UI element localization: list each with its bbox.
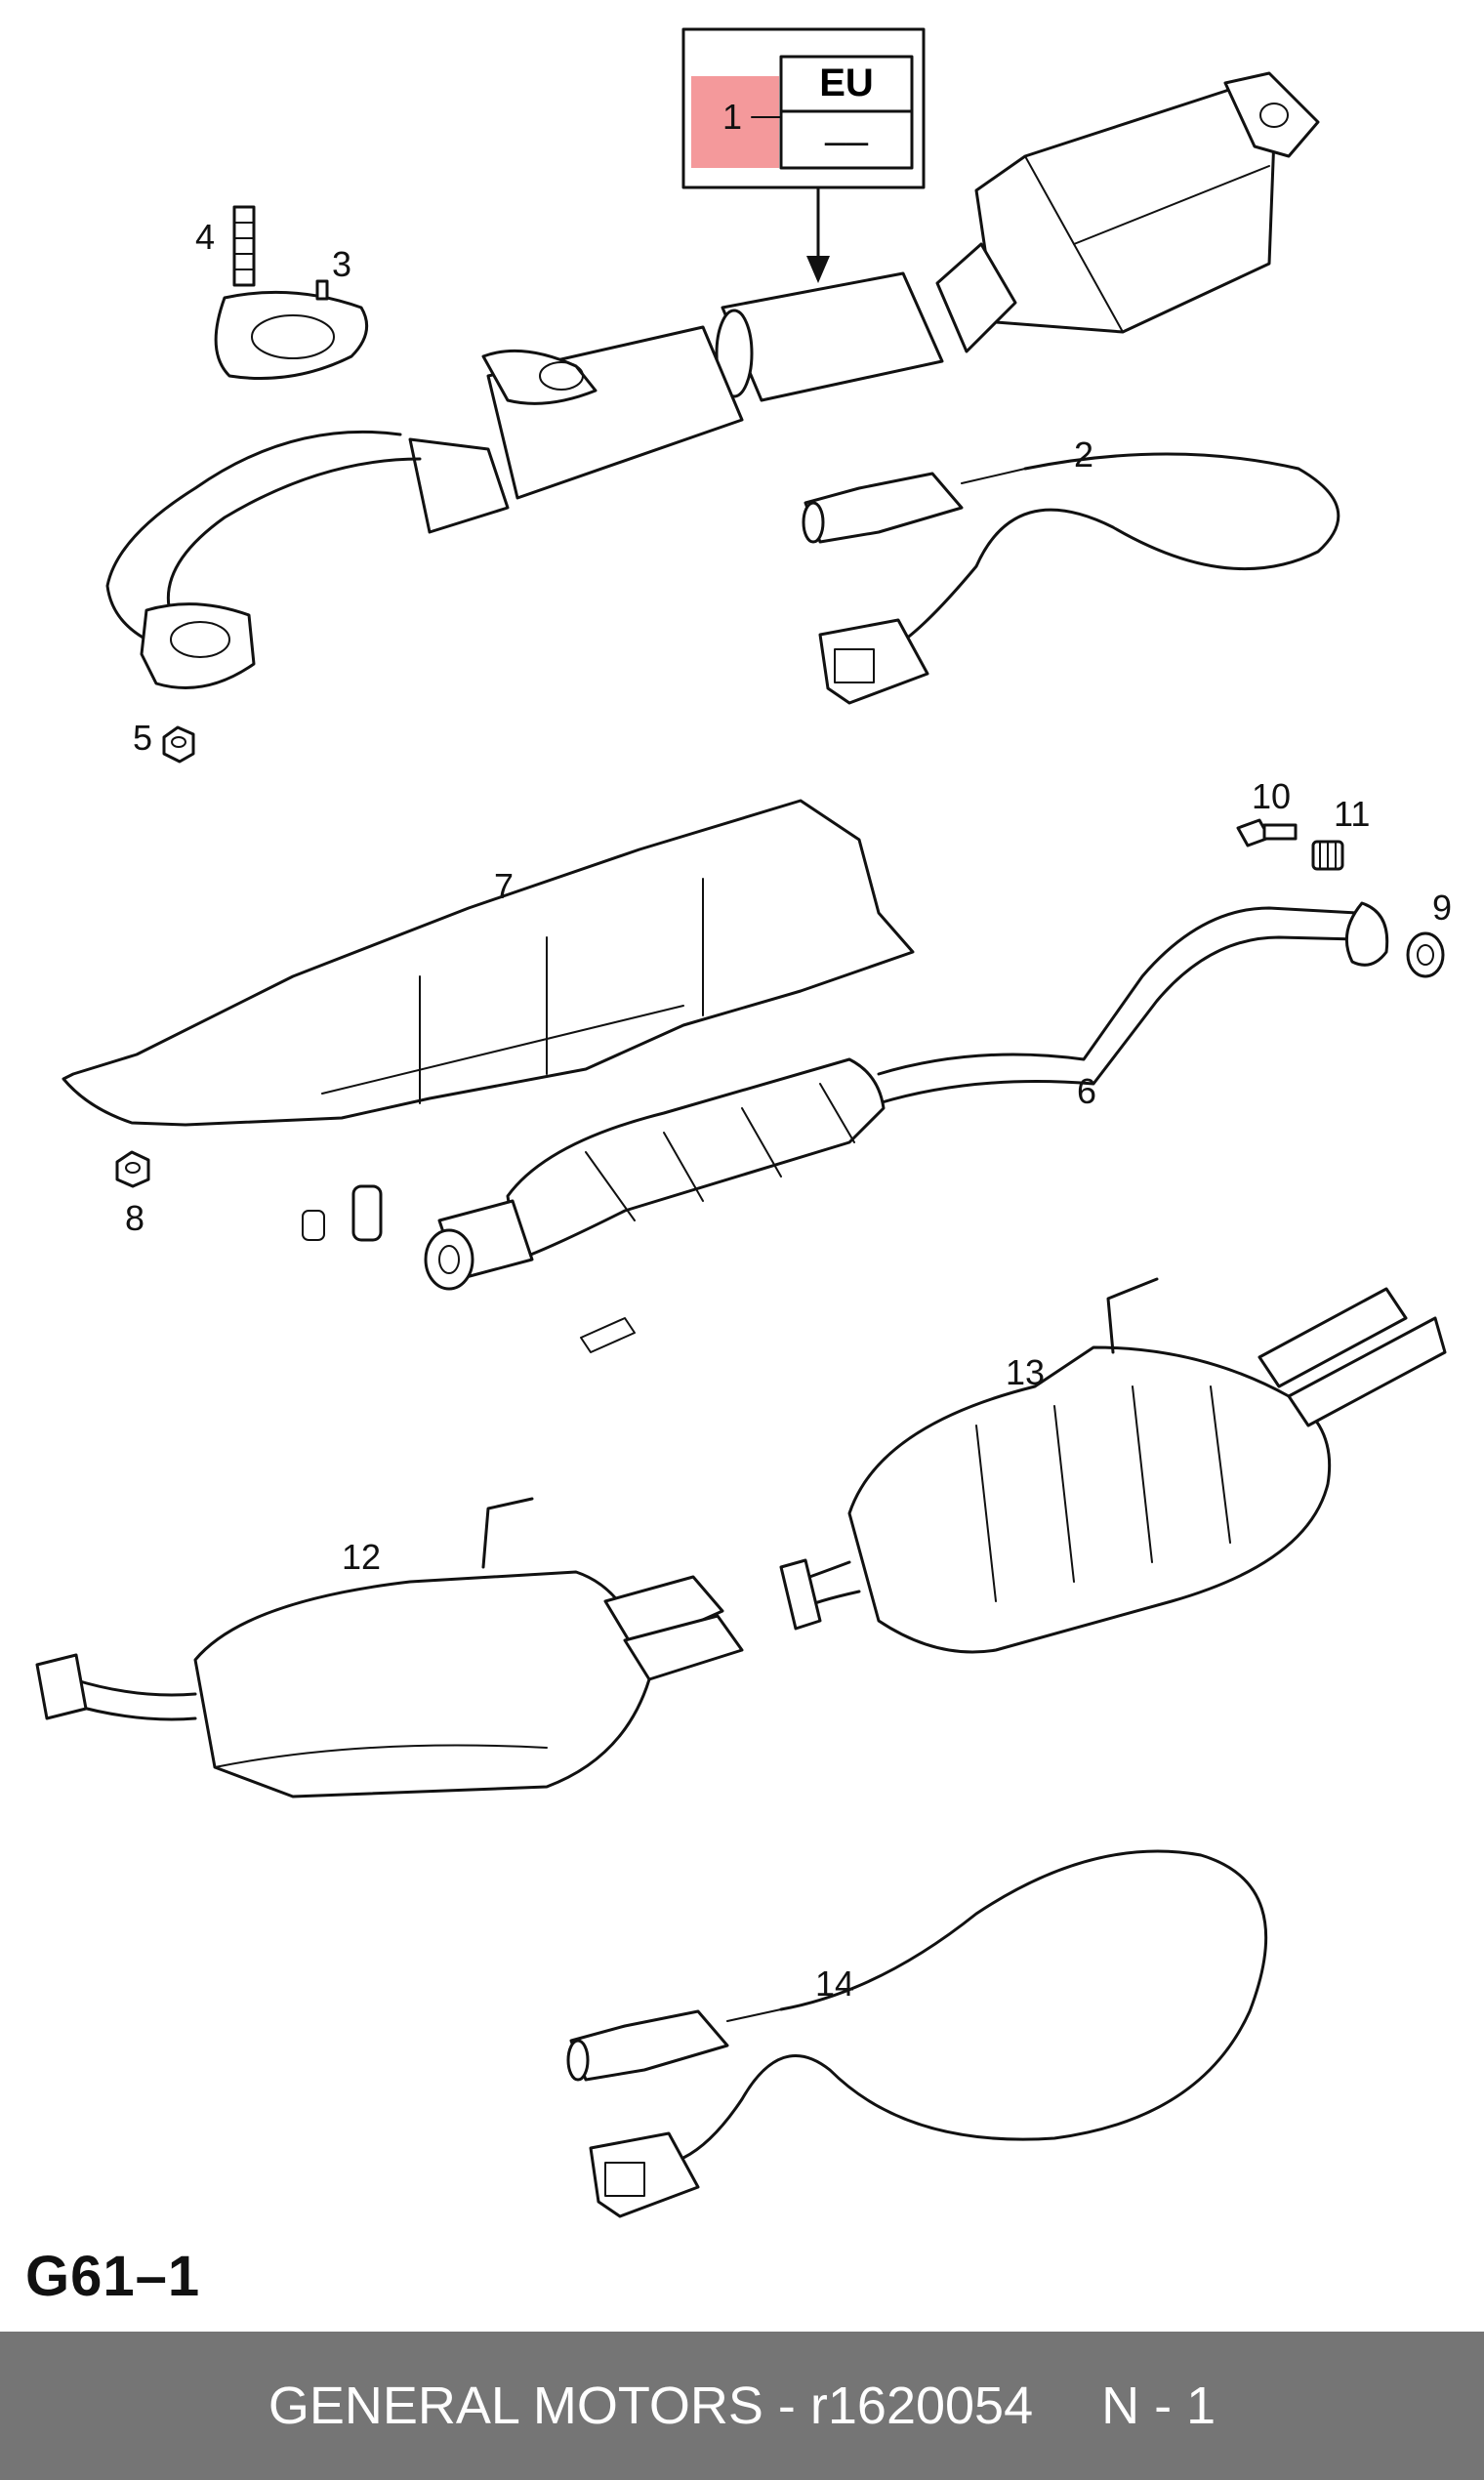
callout-10: 10 — [1252, 776, 1291, 816]
callout-14: 14 — [815, 1963, 854, 2004]
flange-gasket — [214, 279, 369, 380]
callout-8: 8 — [125, 1198, 144, 1238]
clamp-ring — [1406, 931, 1445, 978]
callout-6: 6 — [1077, 1071, 1096, 1111]
callout-11: 11 — [1334, 794, 1370, 834]
bolt — [1236, 818, 1298, 847]
mounting-rubber — [302, 1184, 383, 1242]
callout-5: 5 — [133, 718, 152, 758]
footer-page: N - 1 — [1101, 2377, 1216, 2435]
footer-bar: GENERAL MOTORS - r1620054 N - 1 — [0, 2332, 1484, 2480]
heat-shield — [62, 799, 915, 1127]
region-value: –– — [825, 120, 869, 163]
exhaust-system-diagram: EU –– — [35, 27, 1452, 2218]
callout-4: 4 — [195, 217, 215, 257]
diagram-code: G61–1 — [25, 2245, 201, 2308]
front-pipe-catalytic-converter — [105, 71, 1320, 689]
variant-table: EU –– — [681, 27, 926, 283]
footer-source: GENERAL MOTORS - r1620054 — [268, 2377, 1034, 2435]
nut — [115, 1150, 150, 1188]
callout-9: 9 — [1432, 888, 1452, 928]
region-label: EU — [819, 62, 874, 104]
callout-2: 2 — [1074, 434, 1093, 475]
callout-3: 3 — [332, 244, 351, 284]
nut — [162, 725, 195, 764]
stud-bolt — [232, 205, 256, 287]
callout-12: 12 — [342, 1537, 381, 1577]
callout-1: 1 — [722, 97, 742, 137]
highlight-marker — [691, 76, 779, 168]
spring — [1311, 840, 1344, 871]
oxygen-sensor-front — [802, 452, 1340, 705]
callout-13: 13 — [1006, 1352, 1045, 1392]
rear-muffler-left — [35, 1497, 744, 1798]
callout-7: 7 — [494, 866, 514, 906]
oxygen-sensor-rear — [566, 1849, 1268, 2218]
clamp-bolt — [580, 1317, 636, 1353]
rear-muffler-right — [779, 1277, 1447, 1654]
center-muffler-pipe — [424, 901, 1389, 1291]
